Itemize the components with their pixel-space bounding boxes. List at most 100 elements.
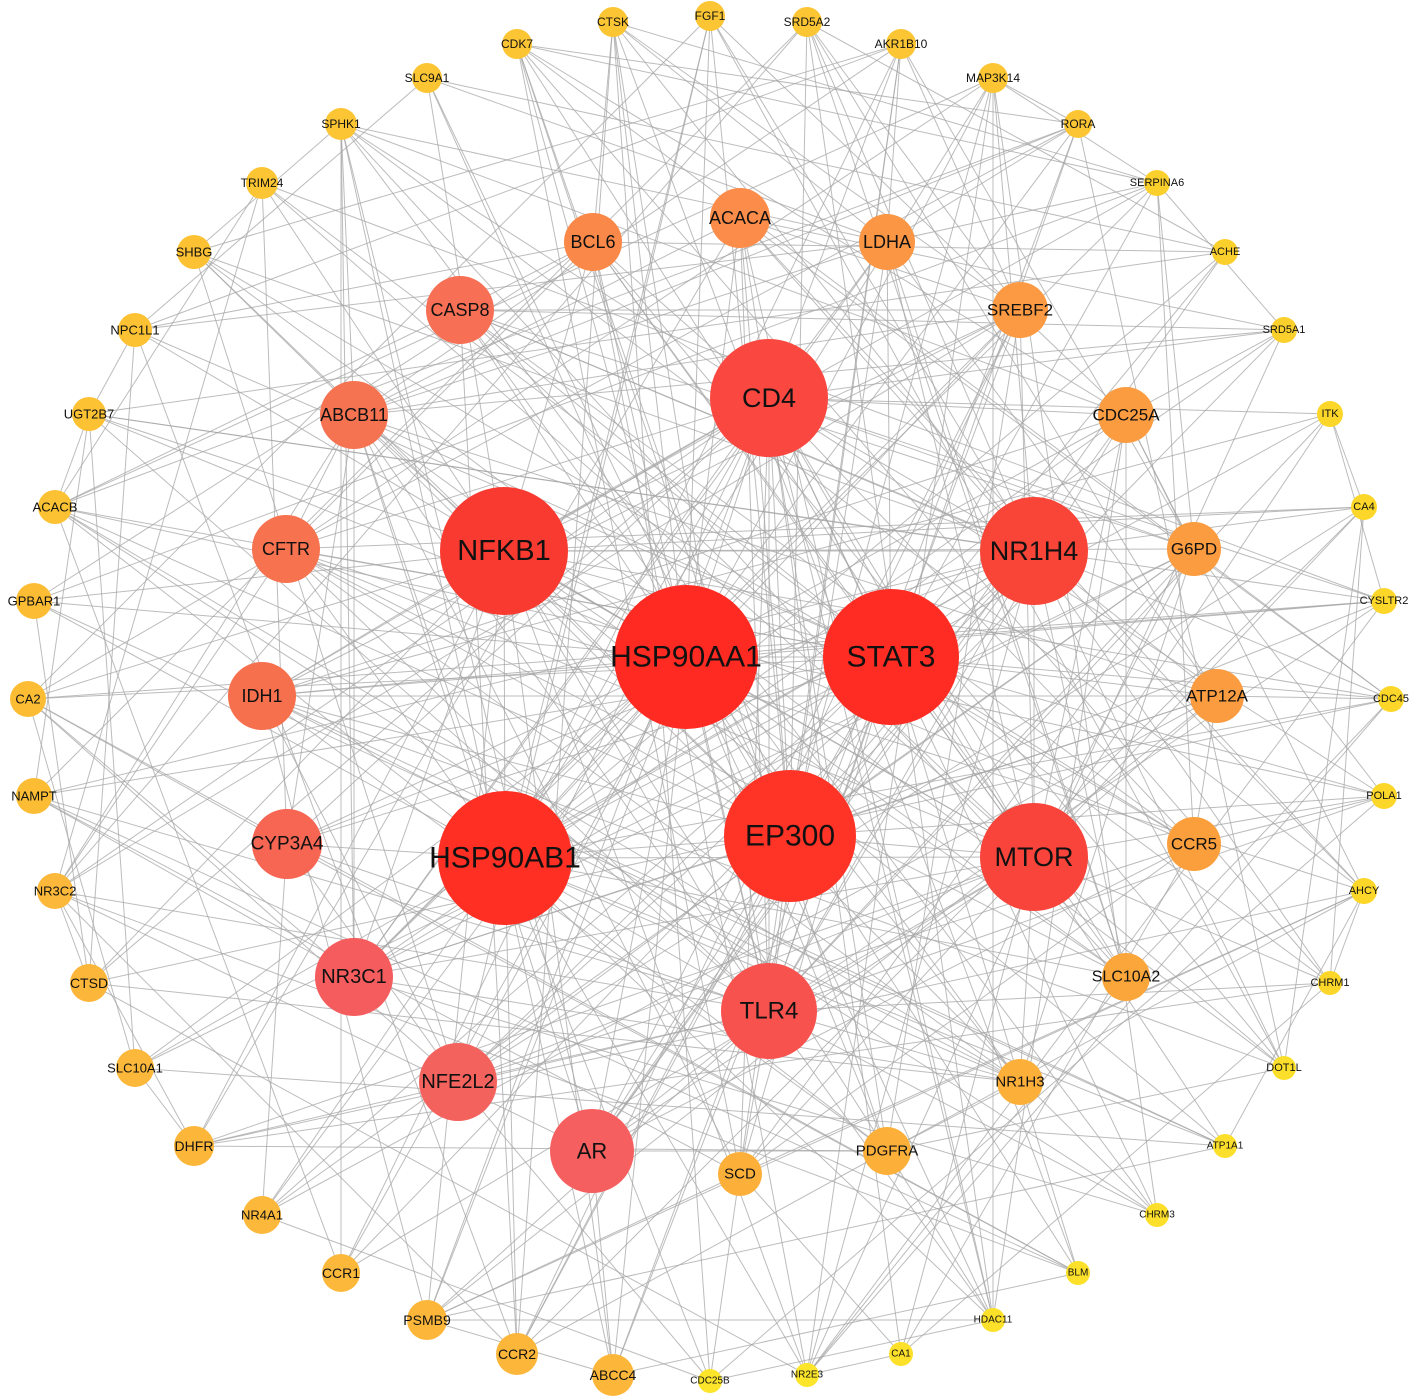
node-gpbar1: GPBAR1 (8, 583, 60, 619)
network-edge (886, 241, 1218, 697)
network-edge (806, 1353, 902, 1376)
network-edge (54, 182, 263, 508)
network-edge (286, 397, 770, 845)
network-edge (709, 15, 1127, 416)
network-edge (516, 43, 1392, 700)
node-circle (315, 938, 393, 1016)
node-fgf1: FGF1 (695, 1, 726, 31)
network-edge (286, 656, 892, 845)
network-edge (27, 548, 287, 700)
network-edge (504, 857, 1127, 978)
network-edge (1125, 414, 1365, 892)
network-edge (768, 397, 1385, 602)
node-label: SLC9A1 (405, 71, 450, 85)
node-label: EP300 (745, 820, 835, 853)
node-label: STAT3 (847, 641, 936, 674)
network-edge (886, 43, 902, 243)
node-abcb11: ABCB11 (320, 381, 388, 449)
node-cysltr2: CYSLTR2 (1360, 588, 1408, 614)
network-edge (27, 698, 459, 1083)
network-edge (890, 656, 1385, 797)
node-label: CD4 (742, 383, 796, 413)
network-edge (426, 1145, 1226, 1321)
network-edge (27, 698, 136, 1069)
node-label: PDGFRA (856, 1143, 919, 1160)
node-circle (710, 339, 828, 457)
network-edge (285, 241, 594, 550)
node-label: SLC10A1 (107, 1061, 163, 1076)
network-edge (1156, 182, 1195, 550)
node-circle (724, 770, 856, 902)
node-circle (438, 791, 572, 925)
node-circle (1351, 494, 1377, 520)
network-edge (88, 413, 687, 658)
node-srebf2: SREBF2 (987, 282, 1053, 338)
node-serpina6: SERPINA6 (1130, 170, 1184, 196)
network-edge (806, 976, 1127, 1376)
network-edge (789, 695, 1218, 837)
node-label: IDH1 (241, 686, 282, 706)
node-label: SHBG (176, 245, 213, 260)
network-edge (261, 548, 1195, 1216)
network-edge (134, 241, 594, 331)
network-edge (353, 123, 1079, 416)
node-g6pd: G6PD (1167, 522, 1221, 576)
node-atp12a: ATP12A (1186, 669, 1249, 723)
network-edge (768, 397, 1331, 415)
network-edge (504, 251, 1226, 859)
node-hsp90aa1: HSP90AA1 (610, 585, 762, 729)
node-label: SCD (724, 1166, 756, 1183)
network-edge (193, 251, 459, 1083)
network-edge (261, 600, 1385, 697)
network-edge (516, 43, 741, 1175)
network-edge (134, 329, 687, 658)
node-circle (1064, 110, 1092, 138)
node-circle (118, 313, 152, 347)
node-circle (252, 515, 320, 583)
node-circle (598, 7, 628, 37)
network-edge (261, 695, 459, 1083)
node-itk: ITK (1317, 401, 1343, 427)
network-edge (261, 695, 1226, 1147)
node-casp8: CASP8 (426, 276, 494, 344)
network-edge (503, 550, 614, 1376)
network-edge (504, 857, 808, 1376)
node-label: CCR5 (1171, 835, 1217, 854)
node-label: NR1H3 (995, 1074, 1044, 1091)
node-circle (718, 1152, 762, 1196)
network-edge (1019, 548, 1195, 1083)
node-label: ABCC4 (590, 1367, 637, 1383)
node-circle (116, 1049, 154, 1087)
node-circle (16, 778, 52, 814)
network-edge (54, 182, 263, 892)
node-ca2: CA2 (10, 681, 46, 717)
node-label: CTSK (597, 15, 629, 29)
network-edge (88, 413, 770, 1012)
node-ca4: CA4 (1351, 494, 1377, 520)
node-circle (592, 1354, 634, 1396)
network-edge (504, 15, 711, 859)
network-edge (900, 843, 1195, 1355)
network-edge (709, 795, 1385, 1382)
network-edge (54, 77, 994, 508)
network-edge (261, 843, 288, 1216)
network-edge (33, 413, 90, 797)
network-edge (261, 182, 505, 552)
node-label: RORA (1061, 117, 1096, 131)
node-acacb: ACACB (33, 490, 77, 524)
node-label: SERPINA6 (1130, 177, 1184, 189)
node-circle (795, 1363, 819, 1387)
network-edge (591, 309, 1021, 1152)
node-ctsd: CTSD (70, 964, 108, 1002)
network-edge (261, 182, 892, 658)
network-edge (54, 506, 342, 1274)
network-edge (285, 77, 994, 550)
node-circle (246, 167, 278, 199)
network-edge (353, 414, 770, 1012)
network-edge (340, 123, 593, 1152)
node-circle (1351, 878, 1377, 904)
network-edge (285, 548, 1127, 978)
node-circle (72, 397, 106, 431)
network-edge (54, 890, 593, 1152)
node-circle (698, 1369, 722, 1393)
